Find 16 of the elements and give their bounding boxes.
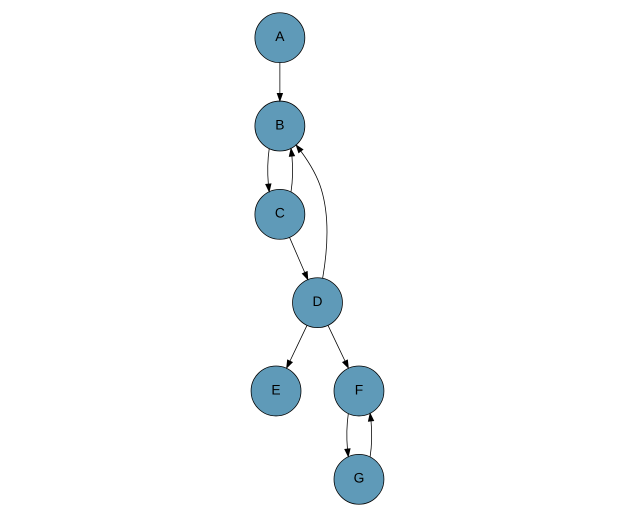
node-circle: A	[254, 12, 306, 64]
node-circle: E	[250, 366, 302, 416]
node-circle: D	[292, 277, 343, 328]
arrow	[344, 413, 351, 458]
arrow	[288, 147, 296, 192]
node-circle: G	[334, 454, 384, 505]
arrow	[328, 324, 349, 370]
arrow	[295, 144, 328, 278]
arrow	[368, 412, 374, 458]
arrow	[289, 237, 308, 281]
node-circle: F	[334, 366, 384, 416]
arrow	[286, 324, 308, 370]
node-circle: C	[254, 189, 306, 240]
arrow	[265, 148, 272, 193]
node-circle: B	[254, 100, 306, 152]
arrow	[276, 62, 284, 102]
